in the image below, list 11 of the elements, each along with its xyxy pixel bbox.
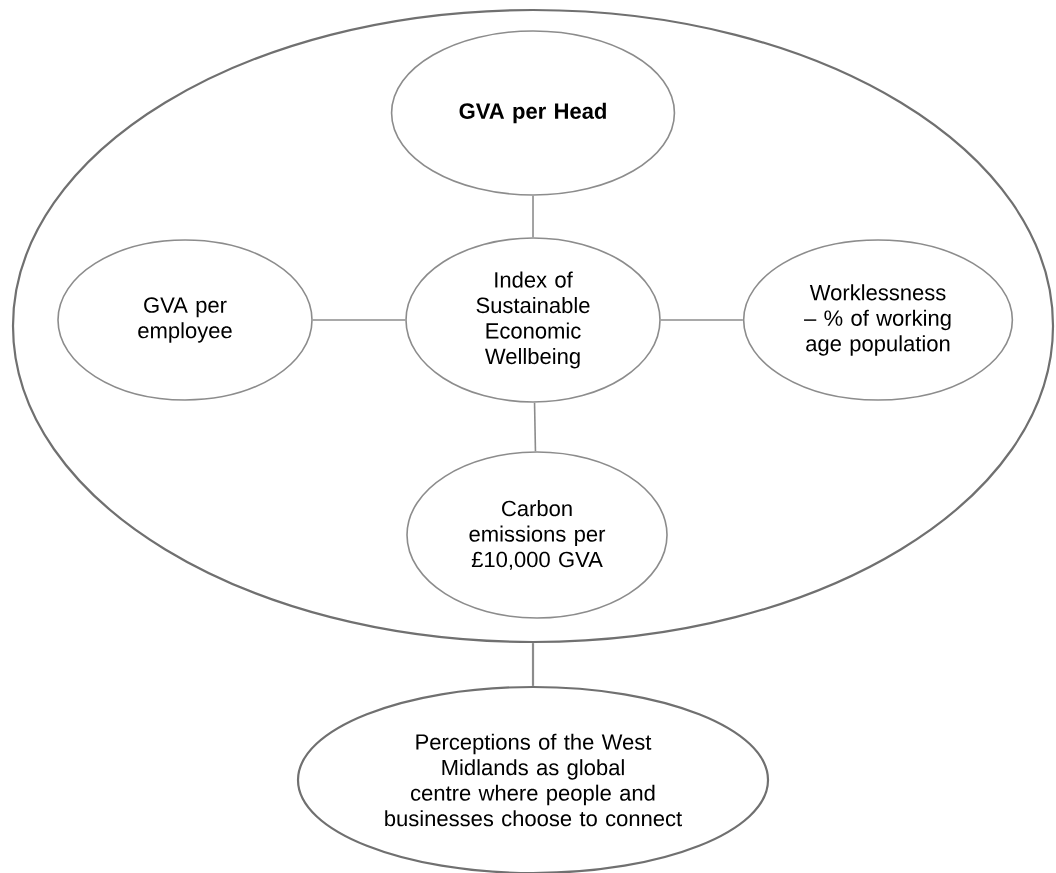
connector-line [533,402,537,452]
ellipse-node: Worklessness – % of working age population [742,239,1014,401]
ellipse-node: GVA per Head [390,30,676,196]
connector-line [532,195,534,238]
connector-line [312,319,406,321]
ellipse-frame [11,8,1055,644]
ellipse-node: Carbon emissions per £10,000 GVA [406,451,668,619]
connector-line [531,643,535,686]
ellipse-node: Index of Sustainable Economic Wellbeing [405,237,661,403]
connector-line [660,319,744,321]
ellipse-node: GVA per employee [57,239,313,401]
